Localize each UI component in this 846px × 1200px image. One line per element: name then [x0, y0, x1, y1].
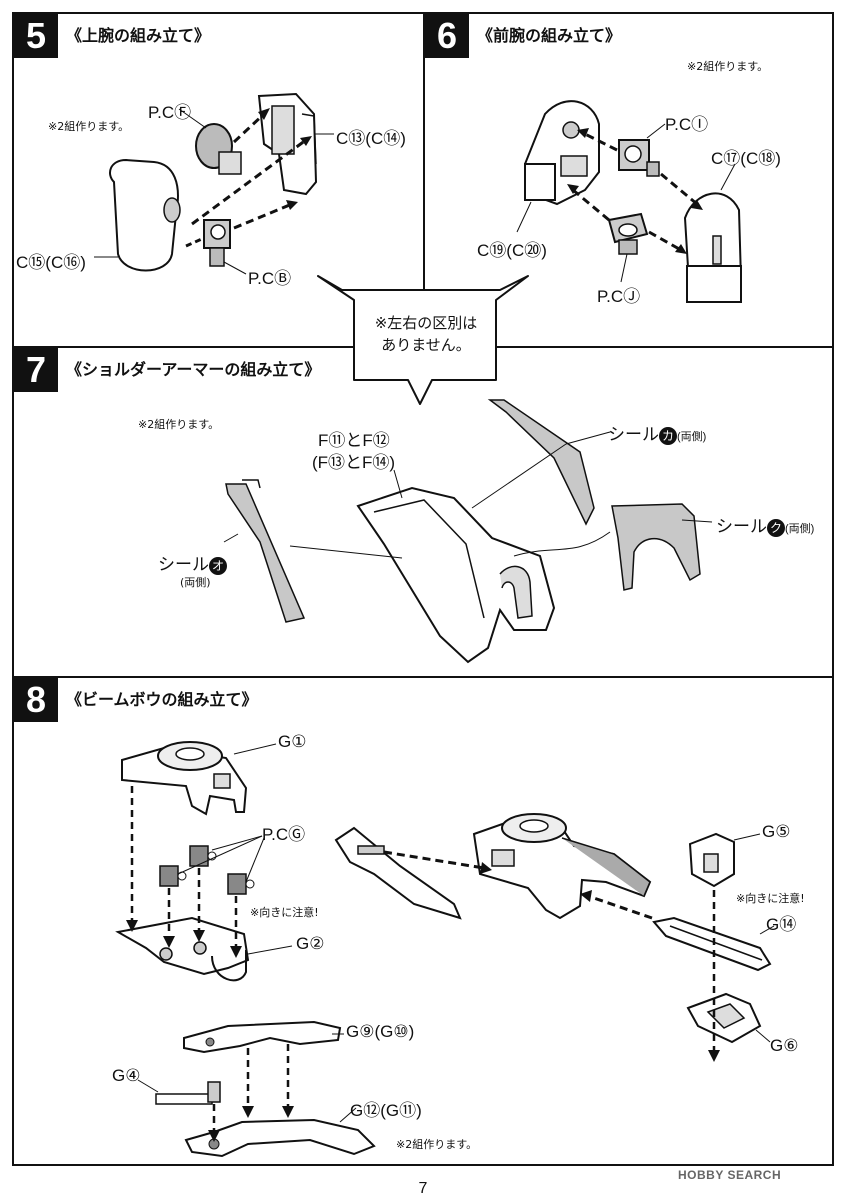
label-seal-ka: シールカ(両側) [608, 420, 706, 445]
step-5-diagram [94, 92, 334, 275]
step-6-panel: 6 《前腕の組み立て》 ※2組作ります。 P.CⒾ C⑰(C⑱ [423, 12, 834, 348]
step-6-diagram [516, 100, 743, 303]
watermark: HOBBY SEARCH [678, 1168, 782, 1182]
label-c13: C⑬(C⑭) [336, 129, 406, 148]
label-c19: C⑲(C⑳) [477, 241, 547, 260]
label-caution-1: ※向きに注意! [250, 906, 319, 919]
label-pc-b: P.CⒷ [248, 269, 292, 288]
seal-ku-side: (両側) [785, 523, 815, 535]
step-8-panel: 8 《ビームボウの組み立て》 ※2組作ります。 [12, 676, 834, 1166]
callout-line-1: ※左右の区別は [374, 314, 478, 332]
callout-text: ※左右の区別は ありません。 [356, 312, 496, 356]
label-f13-f14: (F⑬とF⑭) [312, 453, 396, 472]
step-8-title: 《ビームボウの組み立て》 [66, 690, 258, 709]
seal-o-mark: オ [209, 557, 227, 575]
seal-ka-side: (両側) [677, 431, 707, 443]
label-g6: G⑥ [770, 1036, 799, 1055]
step-7-panel: 7 《ショルダーアーマーの組み立て》 ※2組作ります。 F⑪とF⑫ (F⑬とF⑭… [12, 346, 834, 678]
label-caution-2: ※向きに注意! [736, 892, 805, 905]
step-6-title: 《前腕の組み立て》 [477, 26, 622, 45]
step-5-note: ※2組作ります。 [48, 120, 130, 133]
step-8-note: ※2組作ります。 [396, 1138, 478, 1151]
label-pc-j: P.CⒿ [597, 287, 641, 306]
label-c15: C⑮(C⑯) [16, 253, 86, 272]
label-seal-ku: シールク(両側) [716, 512, 814, 537]
label-pc-i: P.CⒾ [665, 115, 709, 134]
seal-ku-mark: ク [767, 519, 785, 537]
label-g2: G② [296, 934, 325, 953]
seal-ka-text: シール [608, 425, 659, 444]
page-number: 7 [418, 1180, 428, 1197]
step-7-diagram [223, 399, 713, 664]
label-g5: G⑤ [762, 822, 791, 841]
label-pc-f: P.CⒻ [148, 103, 192, 122]
step-7-note: ※2組作ります。 [138, 418, 220, 431]
step-5-number: 5 [14, 14, 58, 58]
step-6-note: ※2組作ります。 [687, 60, 769, 73]
step-7-number: 7 [14, 348, 58, 392]
label-pc-g: P.CⒼ [262, 825, 306, 844]
step-7-title: 《ショルダーアーマーの組み立て》 [66, 360, 321, 379]
label-g14: G⑭ [766, 915, 797, 934]
step-5-panel: 5 《上腕の組み立て》 ※2組作ります。 P.CⒻ C⑬(C⑭) C⑮(C⑯) … [12, 12, 425, 348]
seal-ka-mark: カ [659, 427, 677, 445]
step-5-title: 《上腕の組み立て》 [66, 26, 211, 45]
step-8-number: 8 [14, 678, 58, 722]
step-6-number: 6 [425, 14, 469, 58]
label-g4: G④ [112, 1066, 141, 1085]
label-seal-o: シールオ [158, 550, 227, 575]
label-f11-f12: F⑪とF⑫ [318, 431, 390, 450]
label-c17: C⑰(C⑱) [711, 149, 781, 168]
callout-line-2: ありません。 [381, 336, 471, 354]
label-g1: G① [278, 732, 307, 751]
label-g12-g11: G⑫(G⑪) [350, 1101, 422, 1120]
seal-ku-text: シール [716, 517, 767, 536]
seal-o-text: シール [158, 555, 209, 574]
step-8-diagram [115, 741, 775, 1158]
label-g9-g10: G⑨(G⑩) [346, 1022, 415, 1041]
seal-o-side: (両側) [180, 576, 211, 589]
